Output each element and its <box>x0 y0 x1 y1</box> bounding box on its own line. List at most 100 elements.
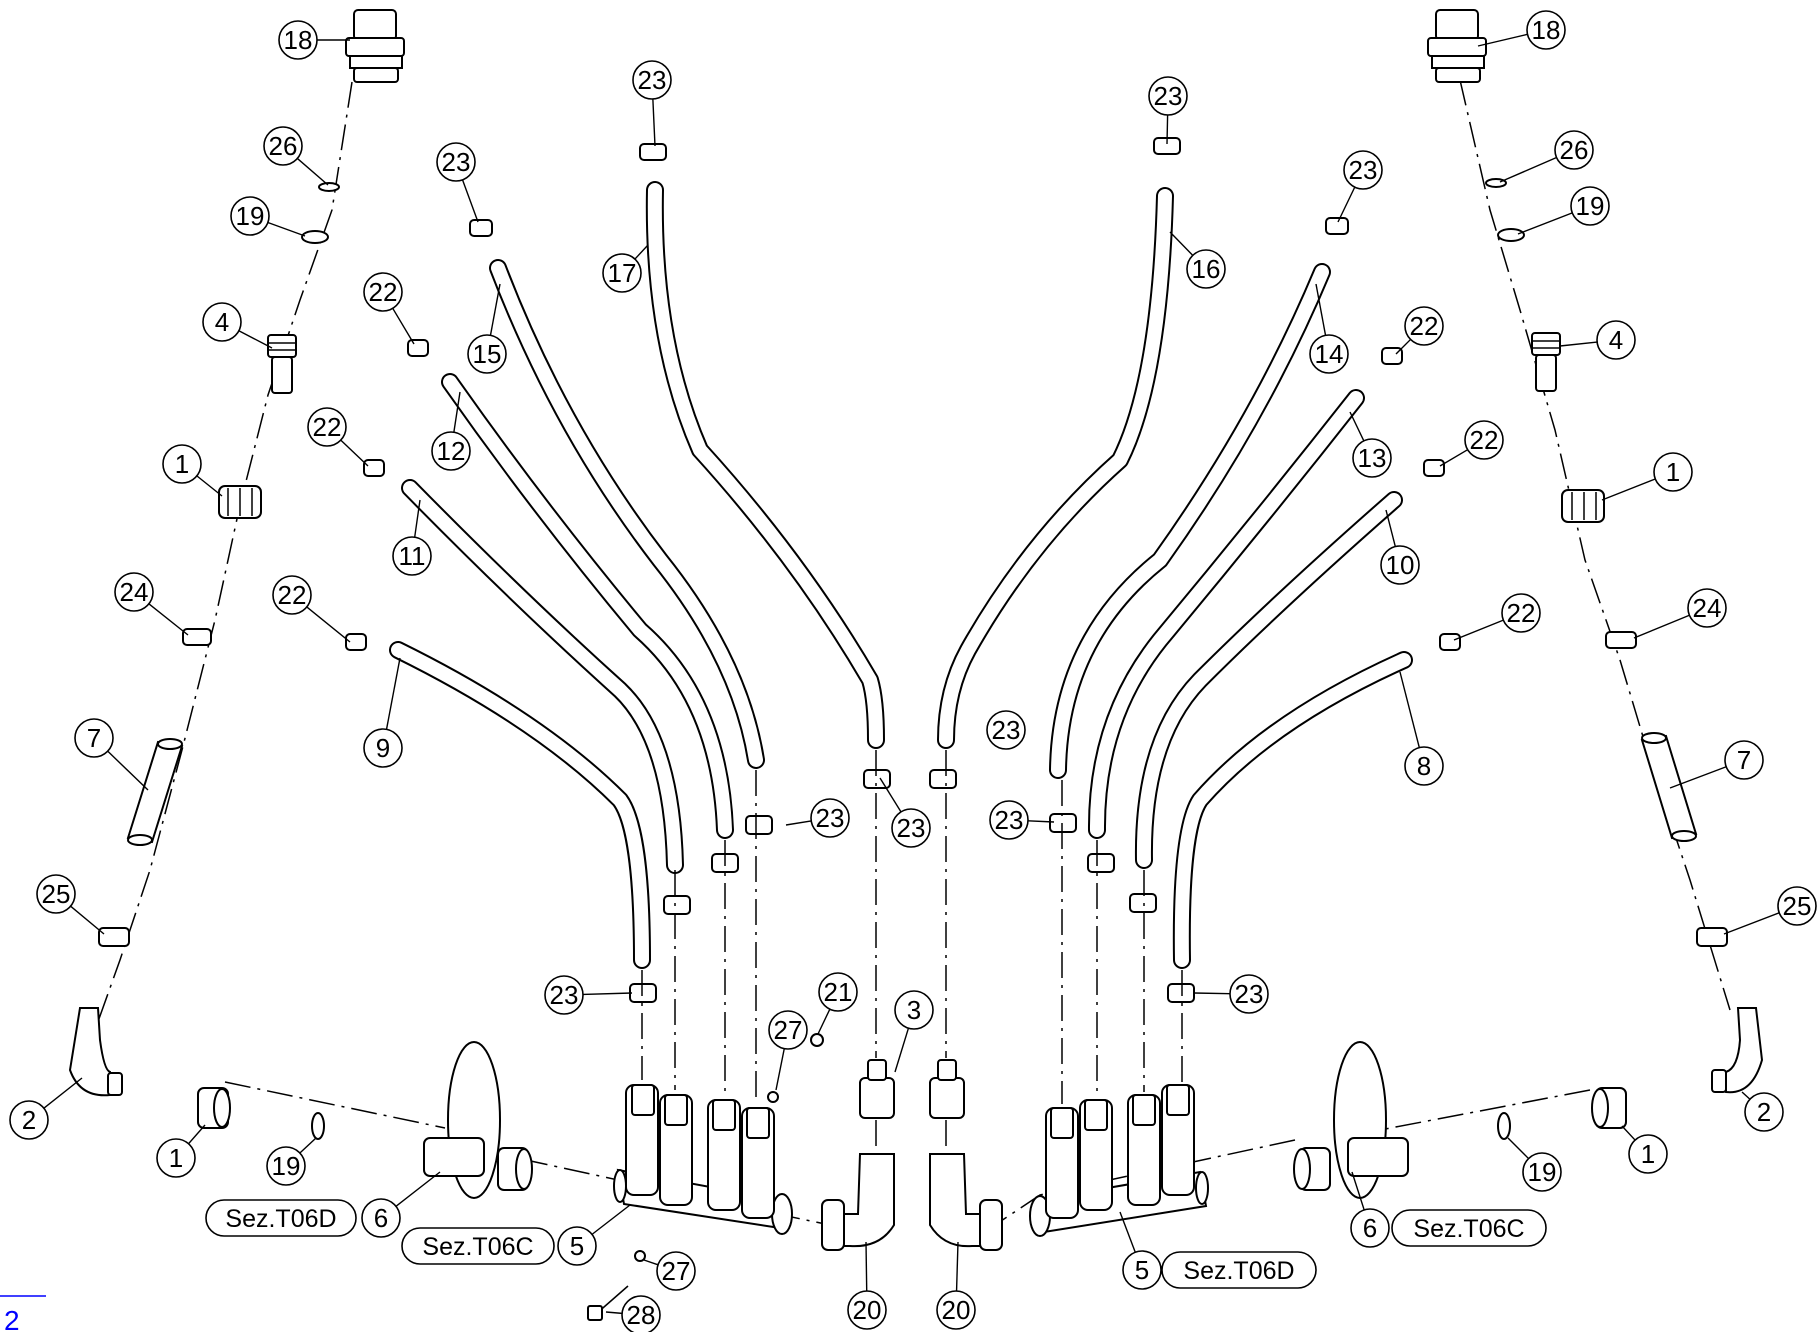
callout-number: 3 <box>907 995 921 1025</box>
callout-number: 16 <box>1192 254 1221 284</box>
section-ref-6-right[interactable]: Sez.T06C <box>1391 1209 1547 1247</box>
leader-c-14 <box>1315 283 1327 336</box>
callout-4[interactable]: 4 <box>202 302 242 342</box>
callout-19[interactable]: 19 <box>1522 1152 1562 1192</box>
callout-number: 24 <box>1693 593 1722 623</box>
callout-17[interactable]: 17 <box>602 253 642 293</box>
callout-20[interactable]: 20 <box>936 1290 976 1330</box>
leader-c-15 <box>489 283 501 336</box>
callout-22[interactable]: 22 <box>363 272 403 312</box>
callout-circle <box>818 972 858 1012</box>
callout-23[interactable]: 23 <box>436 142 476 182</box>
callout-15[interactable]: 15 <box>467 334 507 374</box>
callout-number: 13 <box>1358 443 1387 473</box>
callout-1[interactable]: 1 <box>156 1138 196 1178</box>
callout-26[interactable]: 26 <box>1554 130 1594 170</box>
leader-c-1-r <box>1601 478 1656 501</box>
callout-23[interactable]: 23 <box>1343 150 1383 190</box>
hose-9 <box>389 641 651 969</box>
leader-c-9 <box>385 657 401 730</box>
section-ref-6-left[interactable]: Sez.T06D <box>205 1199 357 1237</box>
callout-14[interactable]: 14 <box>1309 334 1349 374</box>
callout-23[interactable]: 23 <box>986 710 1026 750</box>
callout-number: 23 <box>638 65 667 95</box>
callout-circle <box>1229 974 1269 1014</box>
callout-2[interactable]: 2 <box>1744 1092 1784 1132</box>
callout-27[interactable]: 27 <box>656 1251 696 1291</box>
callout-1[interactable]: 1 <box>162 444 202 484</box>
callout-1[interactable]: 1 <box>1628 1134 1668 1174</box>
callout-1[interactable]: 1 <box>1653 452 1693 492</box>
callout-circle <box>1352 438 1392 478</box>
callout-18[interactable]: 18 <box>278 20 318 60</box>
callout-number: 18 <box>1532 15 1561 45</box>
callout-19[interactable]: 19 <box>230 196 270 236</box>
callout-28[interactable]: 28 <box>621 1295 661 1332</box>
page-link[interactable]: 2 <box>0 1295 46 1332</box>
callout-19[interactable]: 19 <box>1570 186 1610 226</box>
callout-27[interactable]: 27 <box>768 1010 808 1050</box>
callout-9[interactable]: 9 <box>363 728 403 768</box>
section-ref-5-right[interactable]: Sez.T06D <box>1161 1251 1317 1289</box>
callout-25[interactable]: 25 <box>36 874 76 914</box>
callout-23[interactable]: 23 <box>1229 974 1269 1014</box>
callout-23[interactable]: 23 <box>891 808 931 848</box>
leader-c-5-r <box>1119 1211 1136 1253</box>
section-ref-5-left[interactable]: Sez.T06C <box>401 1227 555 1265</box>
callout-number: 22 <box>1410 311 1439 341</box>
callout-19[interactable]: 19 <box>266 1146 306 1186</box>
callout-16[interactable]: 16 <box>1186 249 1226 289</box>
callout-24[interactable]: 24 <box>114 572 154 612</box>
callout-22[interactable]: 22 <box>1501 593 1541 633</box>
callout-22[interactable]: 22 <box>1464 420 1504 460</box>
callout-number: 1 <box>1666 457 1680 487</box>
callout-22[interactable]: 22 <box>1404 306 1444 346</box>
callout-12[interactable]: 12 <box>431 431 471 471</box>
callout-6[interactable]: 6 <box>1350 1208 1390 1248</box>
callout-3[interactable]: 3 <box>894 990 934 1030</box>
callout-11[interactable]: 11 <box>392 536 432 576</box>
leader-c-22-d <box>1395 338 1412 355</box>
callout-20[interactable]: 20 <box>847 1290 887 1330</box>
part-19-left-bottom-washer <box>311 1112 325 1140</box>
leader-c-19-rb <box>1507 1137 1530 1160</box>
callout-22[interactable]: 22 <box>307 407 347 447</box>
leader-c-20-a <box>865 1241 868 1292</box>
callout-26[interactable]: 26 <box>263 126 303 166</box>
callout-number: 7 <box>87 723 101 753</box>
clamp-23 <box>1087 853 1115 873</box>
part-26-left-washer <box>318 182 340 192</box>
callout-10[interactable]: 10 <box>1380 545 1420 585</box>
leader-c-2-r <box>1741 1091 1751 1100</box>
callout-number: 20 <box>853 1295 882 1325</box>
callout-23[interactable]: 23 <box>1148 76 1188 116</box>
callout-8[interactable]: 8 <box>1404 746 1444 786</box>
callout-circle <box>847 1290 887 1330</box>
callout-7[interactable]: 7 <box>74 718 114 758</box>
callout-22[interactable]: 22 <box>272 575 312 615</box>
part-4-left-nipple <box>267 334 297 394</box>
callout-23[interactable]: 23 <box>544 975 584 1015</box>
callout-circle <box>1628 1134 1668 1174</box>
callout-5[interactable]: 5 <box>1122 1250 1162 1290</box>
callout-6[interactable]: 6 <box>361 1198 401 1238</box>
callout-23[interactable]: 23 <box>989 800 1029 840</box>
leader-c-22-a <box>392 307 415 345</box>
callout-25[interactable]: 25 <box>1777 886 1817 926</box>
callout-5[interactable]: 5 <box>557 1226 597 1266</box>
callout-7[interactable]: 7 <box>1724 740 1764 780</box>
callout-23[interactable]: 23 <box>810 798 850 838</box>
callout-21[interactable]: 21 <box>818 972 858 1012</box>
callout-24[interactable]: 24 <box>1687 588 1727 628</box>
callout-23[interactable]: 23 <box>632 60 672 100</box>
callout-4[interactable]: 4 <box>1596 320 1636 360</box>
leader-c-21 <box>817 1008 831 1035</box>
part-18-right-fitting <box>1427 9 1487 83</box>
callout-13[interactable]: 13 <box>1352 438 1392 478</box>
callout-circle <box>1724 740 1764 780</box>
callout-circle <box>36 874 76 914</box>
callout-2[interactable]: 2 <box>9 1100 49 1140</box>
callout-18[interactable]: 18 <box>1526 10 1566 50</box>
callout-circle <box>230 196 270 236</box>
leader-c-23-h <box>1193 992 1231 995</box>
